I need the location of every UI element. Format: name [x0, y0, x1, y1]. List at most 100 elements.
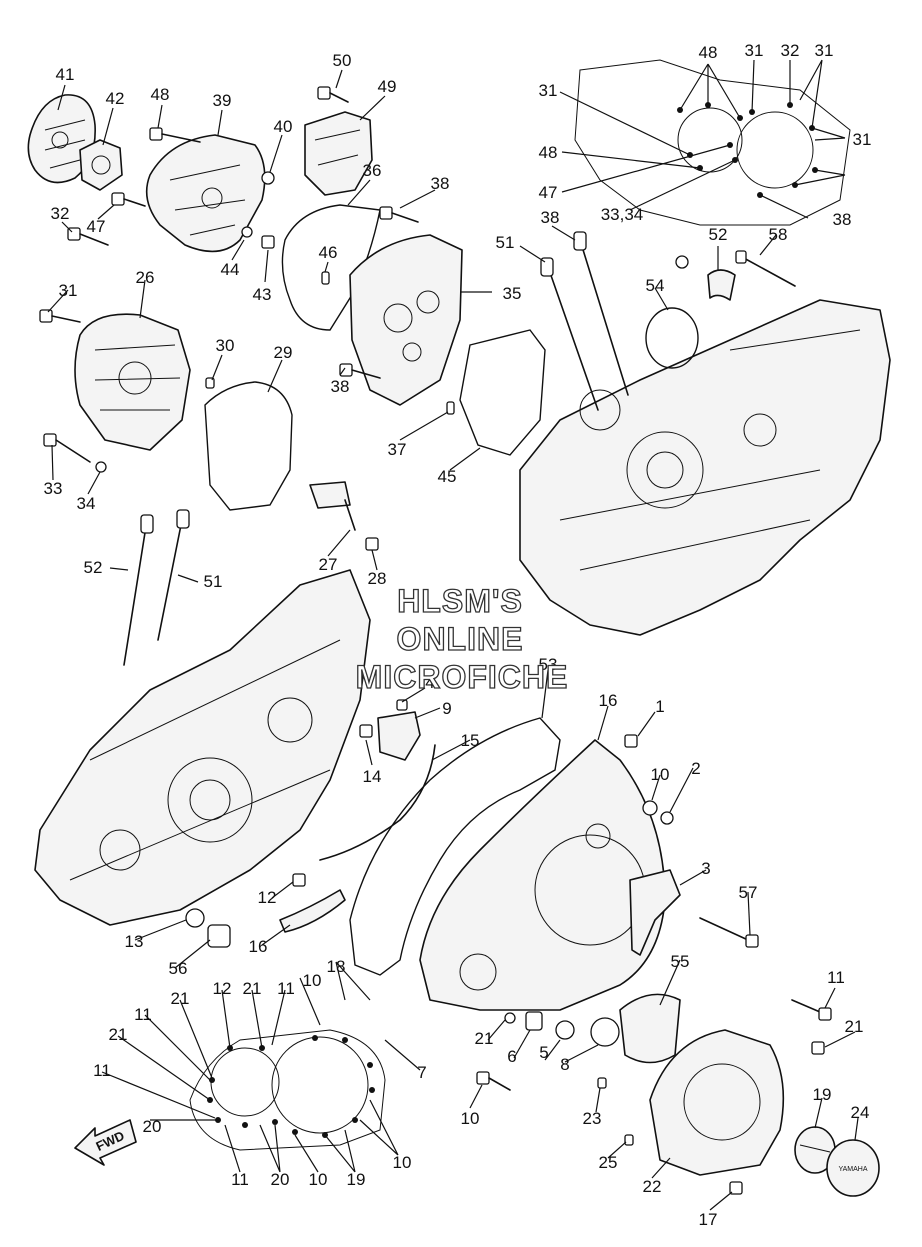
callout-label: 22	[643, 1177, 662, 1196]
callout-label: 10	[651, 765, 670, 784]
callout-label: 10	[309, 1170, 328, 1189]
callout-label: 21	[475, 1029, 494, 1048]
callout-label: 54	[646, 276, 665, 295]
callout-label: 20	[271, 1170, 290, 1189]
bracket-15	[377, 711, 421, 761]
callout-label: 10	[461, 1109, 480, 1128]
callout-label: 13	[125, 932, 144, 951]
callout-label: 26	[136, 268, 155, 287]
callout-label: 31	[815, 41, 834, 60]
callout-label: 45	[438, 467, 457, 486]
callout-label: 34	[77, 494, 96, 513]
bolt-12	[699, 917, 759, 948]
callout-label: 27	[319, 555, 338, 574]
callout-label: 55	[671, 952, 690, 971]
callout-label: 33	[44, 479, 63, 498]
callout-label: 11	[231, 1170, 249, 1189]
callout-label: 53	[539, 655, 558, 674]
bolt-47-top	[111, 192, 146, 207]
callout-label: 44	[221, 260, 240, 279]
callout-label: 11	[93, 1061, 111, 1080]
bolt-48-top	[149, 127, 201, 143]
guide-14	[319, 744, 436, 861]
bolt-54	[735, 250, 796, 287]
callout-label: 38	[833, 210, 852, 229]
crankcase-cover-1	[419, 739, 666, 1011]
callout-label: 52	[709, 225, 728, 244]
callout-label: 15	[461, 731, 480, 750]
callout-label: 57	[739, 883, 758, 902]
cover-18	[619, 993, 681, 1064]
callout-label: 33,34	[601, 205, 644, 224]
callout-label: 48	[699, 43, 718, 62]
callout-label: 35	[503, 284, 522, 303]
cover-26	[74, 313, 191, 451]
callout-label: 12	[258, 888, 277, 907]
bracket-42	[79, 139, 123, 191]
callout-label: 10	[393, 1153, 412, 1172]
gasket-4	[349, 717, 561, 976]
callout-label: 47	[539, 183, 558, 202]
crankcase-right	[519, 299, 891, 636]
studs-52-51-lower	[123, 509, 190, 666]
yamaha-cap-text: YAMAHA	[838, 1166, 867, 1173]
callout-label: 31	[539, 81, 558, 100]
o-ring-53	[645, 307, 699, 369]
leader-lines	[47, 59, 859, 1211]
cap-23: YAMAHA	[826, 1139, 880, 1197]
cover-49	[304, 111, 373, 196]
callout-label: 48	[539, 143, 558, 162]
pin-37	[446, 401, 455, 415]
callout-label: 28	[368, 569, 387, 588]
callout-label: 2	[691, 759, 700, 778]
callout-label: 20	[143, 1117, 162, 1136]
callout-label: 21	[109, 1025, 128, 1044]
callout-label: 46	[319, 243, 338, 262]
callout-label: 38	[331, 377, 350, 396]
parts-6-5-8-7	[504, 1011, 620, 1047]
callout-label: 47	[87, 217, 106, 236]
callout-label: 9	[442, 699, 451, 718]
cover-17	[649, 1029, 785, 1176]
crankcase-left	[34, 569, 371, 926]
stud-52	[540, 257, 599, 411]
callout-label: 42	[106, 89, 125, 108]
plug-40	[261, 171, 275, 185]
stud-51	[573, 231, 629, 396]
callout-label: 21	[243, 979, 262, 998]
callout-label: 39	[213, 91, 232, 110]
cover-35	[349, 234, 463, 406]
pin-46	[321, 271, 330, 285]
callout-label: 29	[274, 343, 293, 362]
callout-label: 21	[171, 989, 190, 1008]
callout-label: 18	[327, 957, 346, 976]
washer-56-plug-55	[185, 908, 231, 948]
callout-label: 4	[425, 673, 434, 692]
callout-label: 50	[333, 51, 352, 70]
callout-label: 32	[781, 41, 800, 60]
bolts-10-2-3	[624, 734, 674, 825]
callout-label: 38	[541, 208, 560, 227]
guide-13	[279, 873, 346, 933]
callout-label: 30	[216, 336, 235, 355]
callout-label: 24	[851, 1103, 870, 1122]
gasket-45	[459, 329, 546, 456]
fwd-arrow	[74, 1119, 137, 1166]
bolt-50	[317, 86, 349, 103]
callout-label: 5	[539, 1043, 548, 1062]
watermark: HLSM'S ONLINE MICROFICHE	[355, 582, 568, 695]
callout-label: 51	[204, 572, 223, 591]
callout-label: 16	[599, 691, 618, 710]
callout-label: 1	[655, 697, 664, 716]
callout-label: 8	[560, 1055, 569, 1074]
callout-label: 52	[84, 558, 103, 577]
callout-label: 51	[496, 233, 515, 252]
cover-39	[145, 134, 266, 253]
callout-label: 36	[363, 161, 382, 180]
plug-9-bolt-16	[359, 699, 408, 738]
callout-label: 49	[378, 77, 397, 96]
watermark-line-1: HLSM'S	[397, 583, 523, 619]
washer-44-bolt-43	[241, 226, 275, 249]
callout-label: 10	[303, 971, 322, 990]
